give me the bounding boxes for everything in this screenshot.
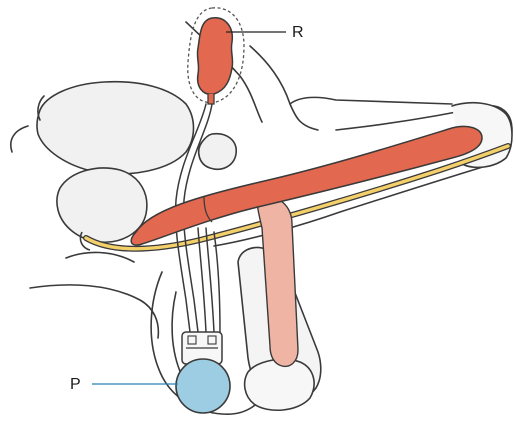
pump bbox=[176, 332, 230, 413]
prostate-outline bbox=[57, 168, 147, 242]
pubic-bone-outline bbox=[199, 134, 236, 170]
cylinder-tube-left bbox=[198, 228, 206, 332]
perineum-outline-2 bbox=[66, 252, 134, 262]
pump-bulb bbox=[176, 359, 230, 413]
pendulous-glans-outline bbox=[245, 359, 314, 410]
pubic-contour-outline bbox=[290, 97, 452, 104]
left-edge-outline-2 bbox=[11, 126, 28, 152]
scrotum-inner-outline bbox=[172, 292, 182, 376]
reservoir-label: R bbox=[292, 24, 304, 41]
perineum-outline bbox=[30, 285, 158, 338]
cylinder-tube-outer bbox=[214, 232, 220, 332]
reservoir-body bbox=[197, 18, 232, 94]
reservoir bbox=[188, 8, 244, 104]
bladder-outline bbox=[37, 82, 194, 174]
cylinder-tube-right bbox=[206, 228, 214, 332]
reservoir-neck bbox=[208, 94, 214, 104]
pump-label: P bbox=[70, 376, 81, 393]
